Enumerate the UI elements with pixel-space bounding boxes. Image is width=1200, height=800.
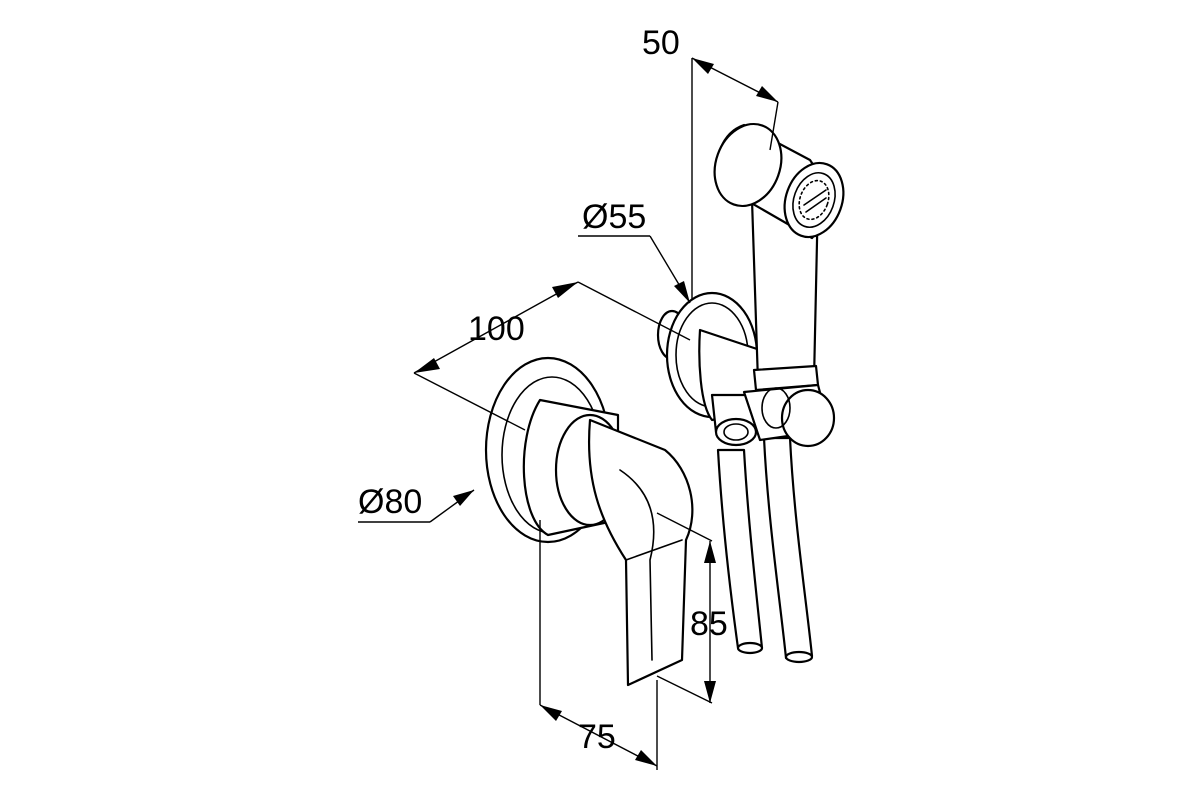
dimension-holder-diameter: Ø55: [578, 198, 691, 304]
dimension-top-width: 50: [642, 24, 779, 300]
dim-label-75: 75: [578, 718, 616, 756]
dimension-escutcheon-diameter: Ø80: [358, 483, 475, 523]
mixer-valve: [484, 356, 694, 687]
dim-label-85: 85: [690, 605, 728, 643]
dim-label-100: 100: [468, 310, 525, 348]
dim-label-55: Ø55: [582, 198, 646, 236]
dimension-lever-projection: 75: [539, 520, 658, 770]
dim-label-80: Ø80: [358, 483, 422, 521]
dimension-lever-height: 85: [656, 512, 728, 704]
hand-shower: [713, 122, 845, 448]
wall-outlet-holder: [656, 291, 764, 447]
shower-hose: [716, 436, 814, 664]
dimension-plate-distance: 100: [413, 281, 691, 431]
dim-label-50: 50: [642, 24, 680, 62]
